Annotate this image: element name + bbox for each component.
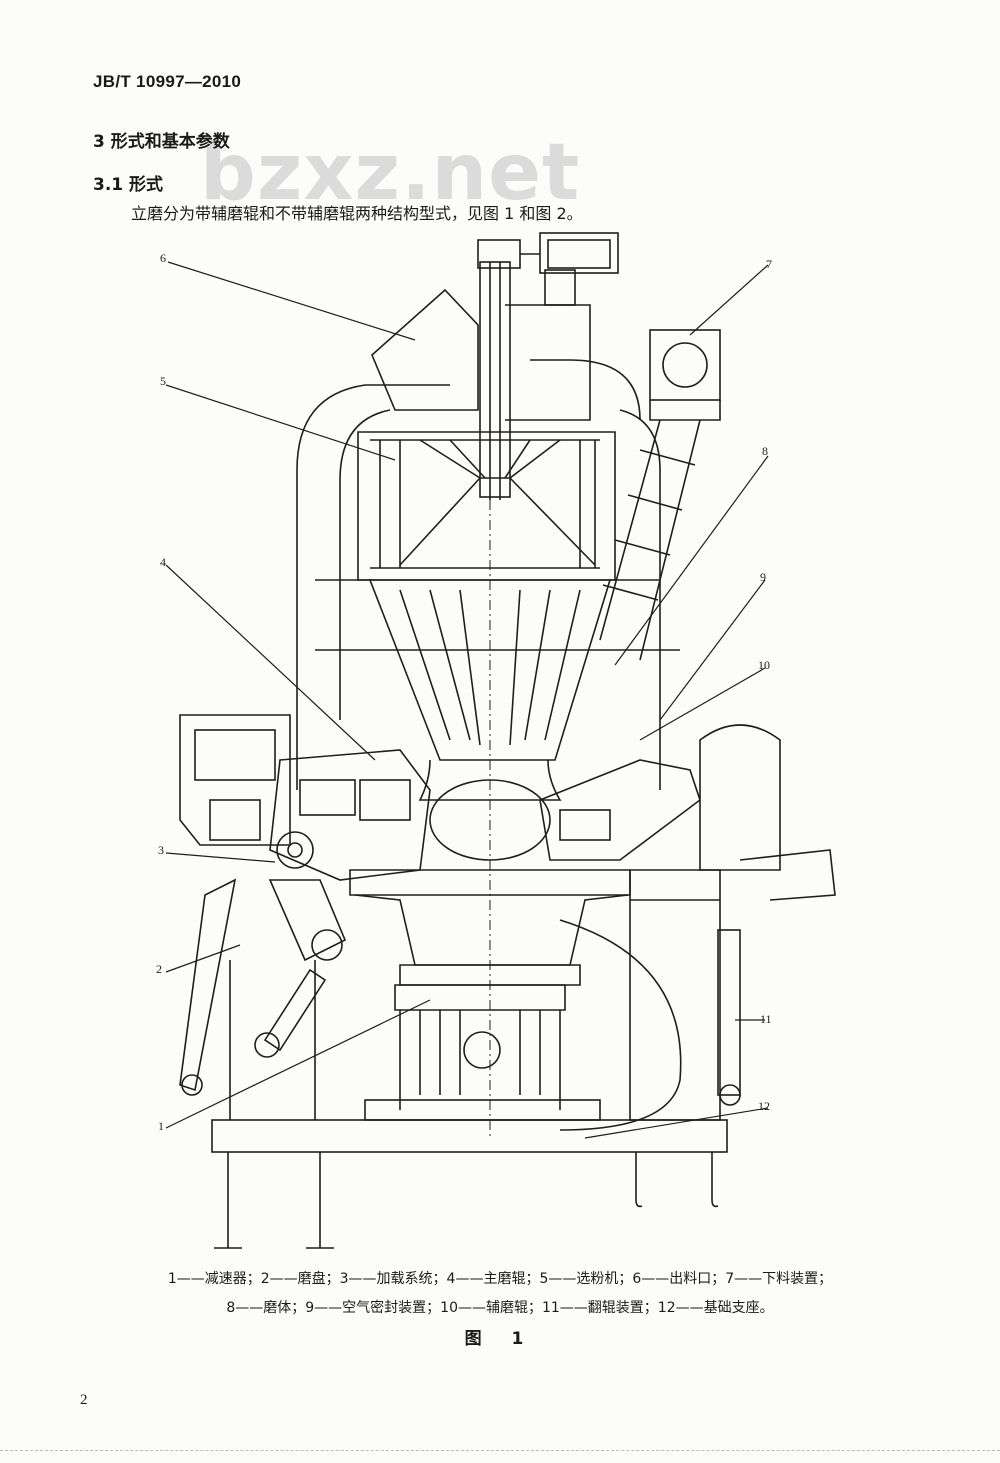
- label-8: 8: [762, 444, 768, 458]
- figure-caption: 图 1: [464, 1329, 536, 1349]
- drawing-lines: [165, 232, 836, 1249]
- label-7: 7: [766, 257, 772, 271]
- figure-legend-line-1: 1——减速器；2——磨盘；3——加载系统；4——主磨辊；5——选粉机；6——出料…: [167, 1271, 833, 1287]
- label-11: 11: [760, 1012, 772, 1026]
- label-2: 2: [156, 962, 162, 976]
- label-1: 1: [158, 1119, 164, 1133]
- label-9: 9: [760, 570, 766, 584]
- document-code: JB/T 10997—2010: [93, 72, 242, 91]
- bottom-divider: [0, 1450, 1000, 1451]
- label-6: 6: [160, 251, 166, 265]
- label-10: 10: [758, 658, 770, 672]
- watermark: bzxz.net: [200, 128, 581, 218]
- part-labels: 6 5 4 3 2 1 7 8 9 10 11 12: [156, 251, 772, 1133]
- label-3: 3: [158, 843, 164, 857]
- subsection-title: 3.1 形式: [93, 175, 164, 195]
- label-5: 5: [160, 374, 166, 388]
- page-number: 2: [80, 1392, 88, 1408]
- figure-legend-line-2: 8——磨体；9——空气密封装置；10——辅磨辊；11——翻辊装置；12——基础支…: [226, 1300, 774, 1316]
- vertical-mill-drawing: 6 5 4 3 2 1 7 8 9 10 11 12: [156, 232, 836, 1249]
- body-paragraph: 立磨分为带辅磨辊和不带辅磨辊两种结构型式，见图 1 和图 2。: [131, 204, 583, 223]
- label-4: 4: [160, 555, 166, 569]
- label-12: 12: [758, 1099, 770, 1113]
- section-title: 3 形式和基本参数: [93, 132, 230, 152]
